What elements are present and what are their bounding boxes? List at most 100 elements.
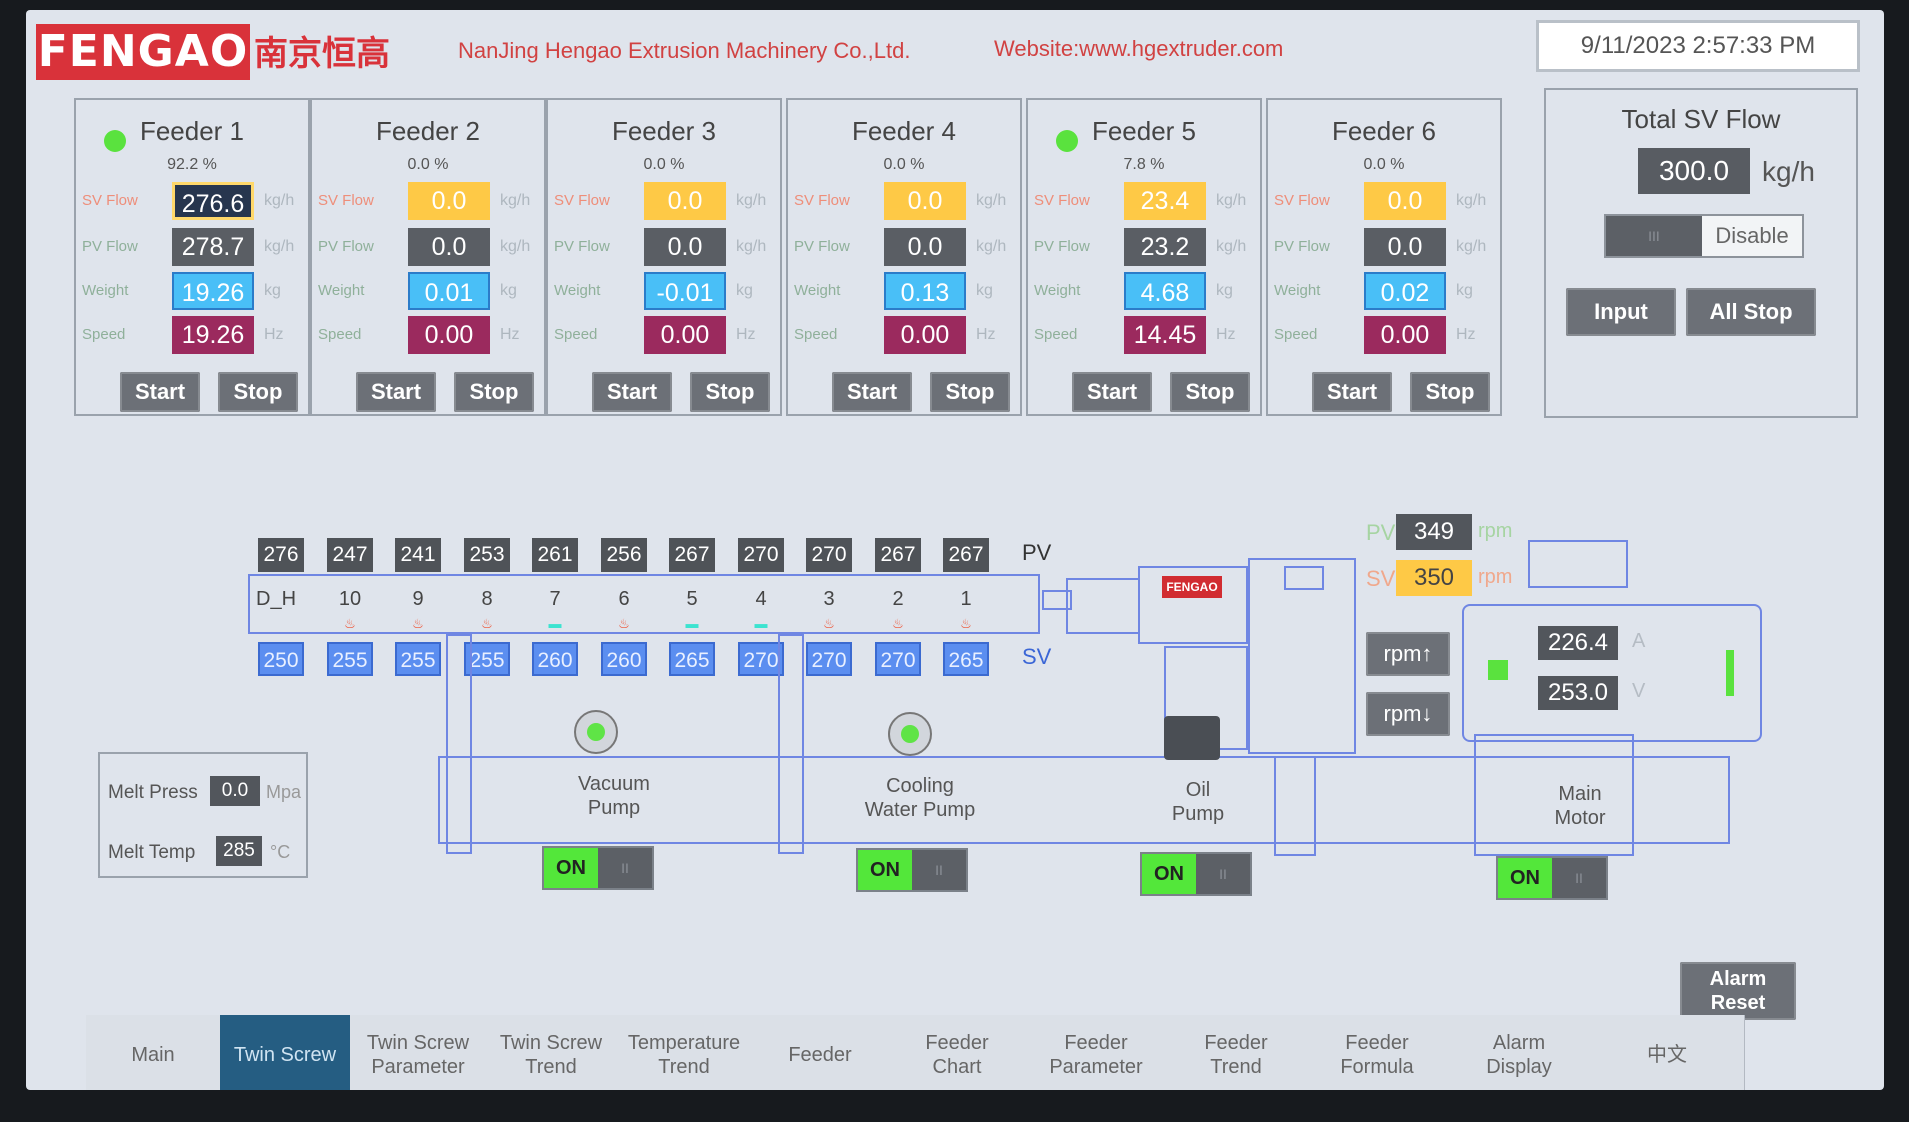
feeder-running-indicator	[1056, 130, 1078, 152]
all-stop-button[interactable]: All Stop	[1686, 288, 1816, 336]
feeder-percent-value: 0.0	[643, 156, 666, 173]
feeder-running-indicator	[104, 130, 126, 152]
feeder-pv-flow-label: PV Flow	[1274, 238, 1330, 255]
feeder-percent-unit: %	[670, 156, 685, 173]
feeder-start-button[interactable]: Start	[1312, 372, 1392, 412]
feeder-speed-label: Speed	[1274, 326, 1318, 343]
screw-pv-value: 349	[1396, 514, 1472, 550]
tab-twin-screw[interactable]: Twin Screw	[220, 1015, 351, 1090]
datetime-display: 9/11/2023 2:57:33 PM	[1536, 20, 1860, 72]
feeder-sv-flow-value[interactable]: 276.6	[172, 182, 254, 220]
zone-sv-temp[interactable]: 270	[806, 642, 852, 676]
feeder-pv-flow-value: 0.0	[644, 228, 726, 266]
feeder-sv-flow-value[interactable]: 0.0	[644, 182, 726, 220]
tab-temperature-trend[interactable]: Temperature Trend	[616, 1015, 753, 1090]
tab-feeder-trend[interactable]: Feeder Trend	[1166, 1015, 1307, 1090]
feeder-sv-flow-unit: kg/h	[500, 192, 531, 209]
feeder-sv-flow-value[interactable]: 0.0	[1364, 182, 1446, 220]
rpm-up-button[interactable]: rpm↑	[1366, 632, 1450, 676]
feeder-start-button[interactable]: Start	[356, 372, 436, 412]
feeder-start-button[interactable]: Start	[1072, 372, 1152, 412]
feeder-weight-label: Weight	[318, 282, 365, 299]
tab-feeder-formula[interactable]: Feeder Formula	[1306, 1015, 1449, 1090]
feeder-speed-unit: Hz	[264, 326, 284, 343]
vacuum-pump-icon	[574, 710, 618, 754]
zone-sv-temp[interactable]: 265	[943, 642, 989, 676]
feeder-sv-flow-value[interactable]: 0.0	[408, 182, 490, 220]
feeder-percent-value: 0.0	[407, 156, 430, 173]
zone-pv-temp: 253	[464, 538, 510, 572]
feeder-stop-button[interactable]: Stop	[454, 372, 534, 412]
feeder-pv-flow-value: 0.0	[408, 228, 490, 266]
main-motor-label: Main Motor	[1554, 783, 1606, 829]
gear-housing	[1248, 558, 1356, 754]
motor-voltage-value: 253.0	[1538, 676, 1618, 710]
tab-twin-screw-trend[interactable]: Twin Screw Trend	[486, 1015, 617, 1090]
feeder-start-button[interactable]: Start	[120, 372, 200, 412]
feeder-pv-flow-unit: kg/h	[1216, 238, 1247, 255]
motor-base	[1474, 734, 1634, 856]
zone-sv-temp[interactable]: 270	[738, 642, 784, 676]
feeder-percent-unit: %	[1150, 156, 1165, 173]
total-sv-flow-value[interactable]: 300.0	[1638, 148, 1750, 194]
feeder-weight-value: 4.68	[1124, 272, 1206, 310]
zone-sv-temp[interactable]: 260	[601, 642, 647, 676]
rpm-down-button[interactable]: rpm↓	[1366, 692, 1450, 736]
zone-sv-temp[interactable]: 255	[464, 642, 510, 676]
feeder-sv-flow-value[interactable]: 0.0	[884, 182, 966, 220]
feeder-stop-button[interactable]: Stop	[930, 372, 1010, 412]
zone-pv-temp: 270	[738, 538, 784, 572]
cooling-water-pump-label: Cooling Water Pump	[864, 775, 976, 821]
company-website: Website:www.hgextruder.com	[994, 36, 1284, 61]
melt-panel: Melt Press 0.0 Mpa Melt Temp 285 °C	[98, 752, 308, 878]
feeder-percent-value: 0.0	[883, 156, 906, 173]
feeder-sv-flow-unit: kg/h	[976, 192, 1007, 209]
input-button[interactable]: Input	[1566, 288, 1676, 336]
tab-twin-screw-parameter[interactable]: Twin Screw Parameter	[350, 1015, 487, 1090]
tab-alarm-display[interactable]: Alarm Display	[1448, 1015, 1591, 1090]
motor-fan-box	[1528, 540, 1628, 588]
feeder-stop-button[interactable]: Stop	[1410, 372, 1490, 412]
zone-sv-temp[interactable]: 270	[875, 642, 921, 676]
feeder-percent-unit: %	[434, 156, 449, 173]
feeder-title: Feeder 4	[851, 116, 957, 146]
tab-feeder-parameter[interactable]: Feeder Parameter	[1026, 1015, 1167, 1090]
feeder-weight-unit: kg	[976, 282, 993, 299]
tab-feeder[interactable]: Feeder	[752, 1015, 889, 1090]
cooling-icon: ▬	[754, 616, 768, 631]
feeder-start-button[interactable]: Start	[592, 372, 672, 412]
feeder-weight-value: 0.01	[408, 272, 490, 310]
tab-[interactable]: 中文	[1590, 1015, 1745, 1090]
company-name: NanJing Hengao Extrusion Machinery Co.,L…	[458, 38, 911, 63]
alarm-reset-button[interactable]: Alarm Reset	[1680, 962, 1796, 1020]
zone-sv-temp[interactable]: 255	[327, 642, 373, 676]
feeder-stop-button[interactable]: Stop	[690, 372, 770, 412]
heater-icon: ♨	[412, 616, 424, 631]
zone-sv-temp[interactable]: 255	[395, 642, 441, 676]
zone-sv-temp[interactable]: 265	[669, 642, 715, 676]
feeder-speed-value: 0.00	[408, 316, 490, 354]
screw-sv-value[interactable]: 350	[1396, 560, 1472, 596]
zone-sv-temp[interactable]: 250	[258, 642, 304, 676]
zone-sv-temp[interactable]: 260	[532, 642, 578, 676]
vacuum-pump-label: Vacuum Pump	[578, 773, 650, 819]
feeder-start-button[interactable]: Start	[832, 372, 912, 412]
feeder-stop-button[interactable]: Stop	[1170, 372, 1250, 412]
feeder-stop-button[interactable]: Stop	[218, 372, 298, 412]
feeder-percent-value: 0.0	[1363, 156, 1386, 173]
zone-number: 9	[412, 588, 424, 610]
disable-toggle[interactable]: III Disable	[1604, 214, 1804, 258]
tab-feeder-chart[interactable]: Feeder Chart	[888, 1015, 1027, 1090]
company-logo: FENGAO	[36, 24, 250, 80]
feeder-pv-flow-unit: kg/h	[976, 238, 1007, 255]
toggle-off-part: II	[1552, 858, 1606, 898]
disable-toggle-off-part: III	[1606, 216, 1702, 256]
feeder-sv-flow-value[interactable]: 23.4	[1124, 182, 1206, 220]
tab-main[interactable]: Main	[86, 1015, 221, 1090]
